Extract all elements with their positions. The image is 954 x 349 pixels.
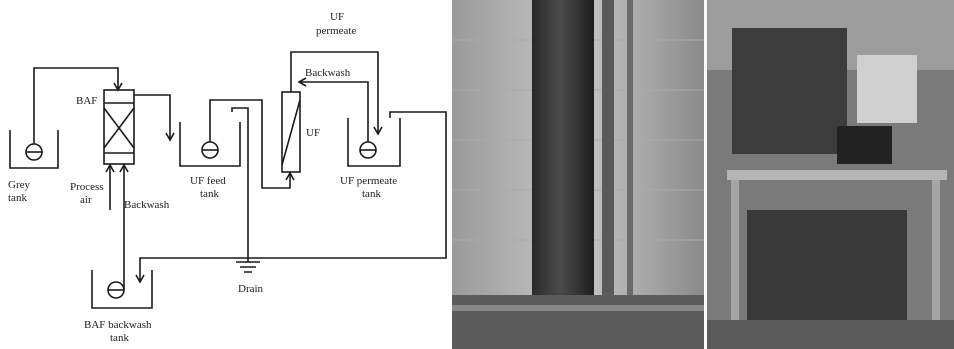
drain-symbol — [236, 262, 260, 272]
label-baf-backwash-tank: BAF backwash tank — [84, 319, 154, 344]
label-uf-feed-tank: UF feed tank — [190, 175, 229, 200]
label-backwash-uf: Backwash — [305, 67, 351, 79]
label-drain: Drain — [238, 283, 264, 295]
label-process-air: Process air — [70, 181, 106, 206]
rig-laptop — [837, 126, 892, 164]
photo-baf-column — [452, 0, 704, 349]
label-uf-permeate-top: UF permeate — [316, 11, 356, 37]
label-grey-tank: Grey tank — [8, 179, 33, 204]
photo-baf-column-svg — [452, 0, 704, 349]
label-baf: BAF — [76, 95, 97, 107]
label-backwash-baf: Backwash — [124, 199, 170, 211]
rig-panel-board — [732, 28, 847, 154]
photo-uf-rig — [707, 0, 954, 349]
baf-to-feed-line — [134, 95, 170, 140]
rig-control-box — [857, 55, 917, 123]
photo-uf-rig-svg — [707, 0, 954, 349]
process-diagram: Grey tank BAF Process air Backwash UF fe… — [0, 0, 452, 349]
label-uf-permeate-tank: UF permeate tank — [340, 175, 400, 200]
label-uf: UF — [306, 127, 320, 139]
process-diagram-svg: Grey tank BAF Process air Backwash UF fe… — [0, 0, 452, 349]
uf-permeate-line — [291, 52, 378, 134]
uf-permeate-tank — [348, 118, 400, 166]
